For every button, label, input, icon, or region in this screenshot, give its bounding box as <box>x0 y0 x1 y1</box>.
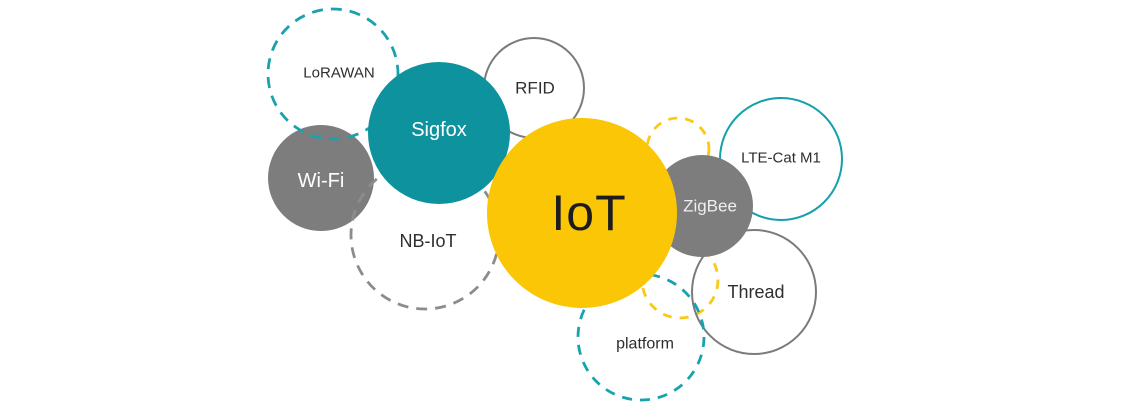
zigbee-label: ZigBee <box>683 197 737 216</box>
sigfox-label: Sigfox <box>411 119 467 141</box>
thread-label: Thread <box>727 282 784 302</box>
zigbee-circle <box>651 155 753 257</box>
wifi-circle <box>268 125 374 231</box>
lorawan-label: LoRAWAN <box>303 65 374 82</box>
iot-circle <box>487 118 677 308</box>
dashed-yellow-top-circle <box>645 116 711 182</box>
nb-iot-label: NB-IoT <box>399 231 456 251</box>
thread-circle <box>691 229 817 355</box>
wifi-label: Wi-Fi <box>298 170 345 192</box>
lorawan-circle <box>266 7 400 141</box>
sigfox-circle <box>368 62 510 204</box>
iot-label: IoT <box>551 185 626 241</box>
rfid-label: RFID <box>515 79 555 98</box>
platform-label: platform <box>616 336 674 353</box>
lte-cat-m1-label: LTE-Cat M1 <box>741 150 821 167</box>
